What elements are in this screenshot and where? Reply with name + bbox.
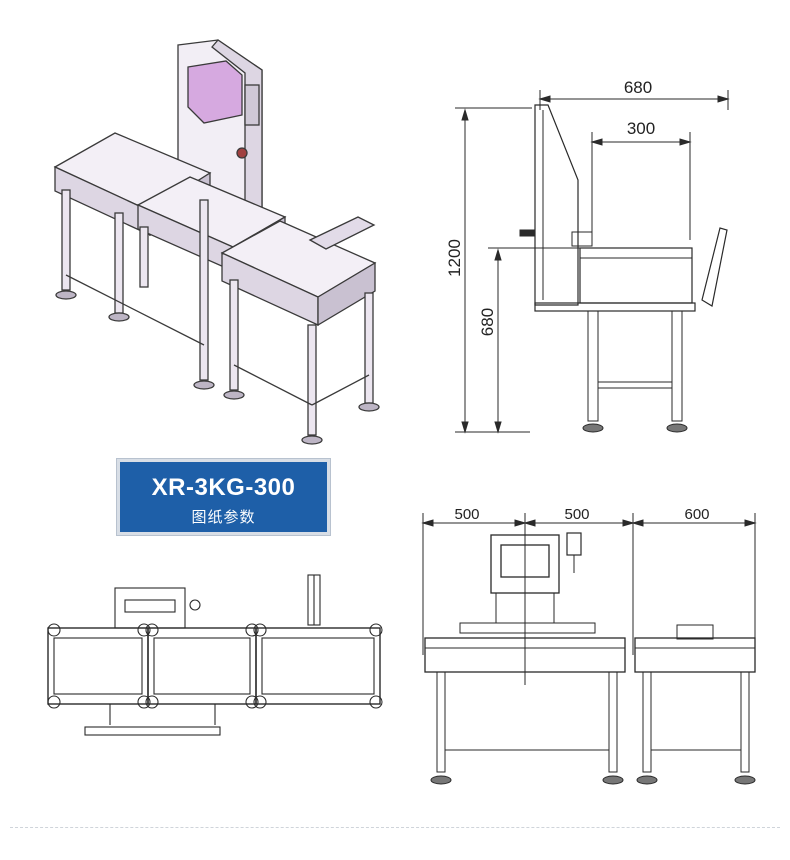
bottom-divider: [10, 827, 780, 828]
top-weighing-conveyor: [147, 627, 257, 705]
model-title: XR-3KG-300: [151, 474, 296, 501]
top-view-drawing: [47, 574, 383, 736]
dim-front-right: 600: [684, 506, 709, 523]
dim-front-left: 500: [454, 506, 479, 523]
reject-arm: [308, 216, 376, 250]
model-label: XR-3KG-300 图纸参数: [117, 459, 330, 535]
side-tower: [534, 104, 579, 306]
dim-height-total: 1200: [445, 239, 464, 277]
model-subtitle: 图纸参数: [191, 508, 256, 526]
emergency-stop-icon: [236, 147, 248, 159]
touch-screen: [187, 60, 243, 124]
top-outfeed-conveyor: [255, 627, 381, 705]
dim-height-table: 680: [478, 308, 497, 336]
dim-top-total: 680: [624, 78, 652, 97]
dim-front-middle: 500: [564, 506, 589, 523]
side-view-drawing: 680 300 1200 680: [445, 78, 730, 434]
top-infeed-conveyor: [47, 627, 149, 705]
dim-top-inner: 300: [627, 119, 655, 138]
front-view-drawing: 500 500 600: [421, 506, 757, 785]
isometric-machine-illustration: [53, 39, 380, 445]
